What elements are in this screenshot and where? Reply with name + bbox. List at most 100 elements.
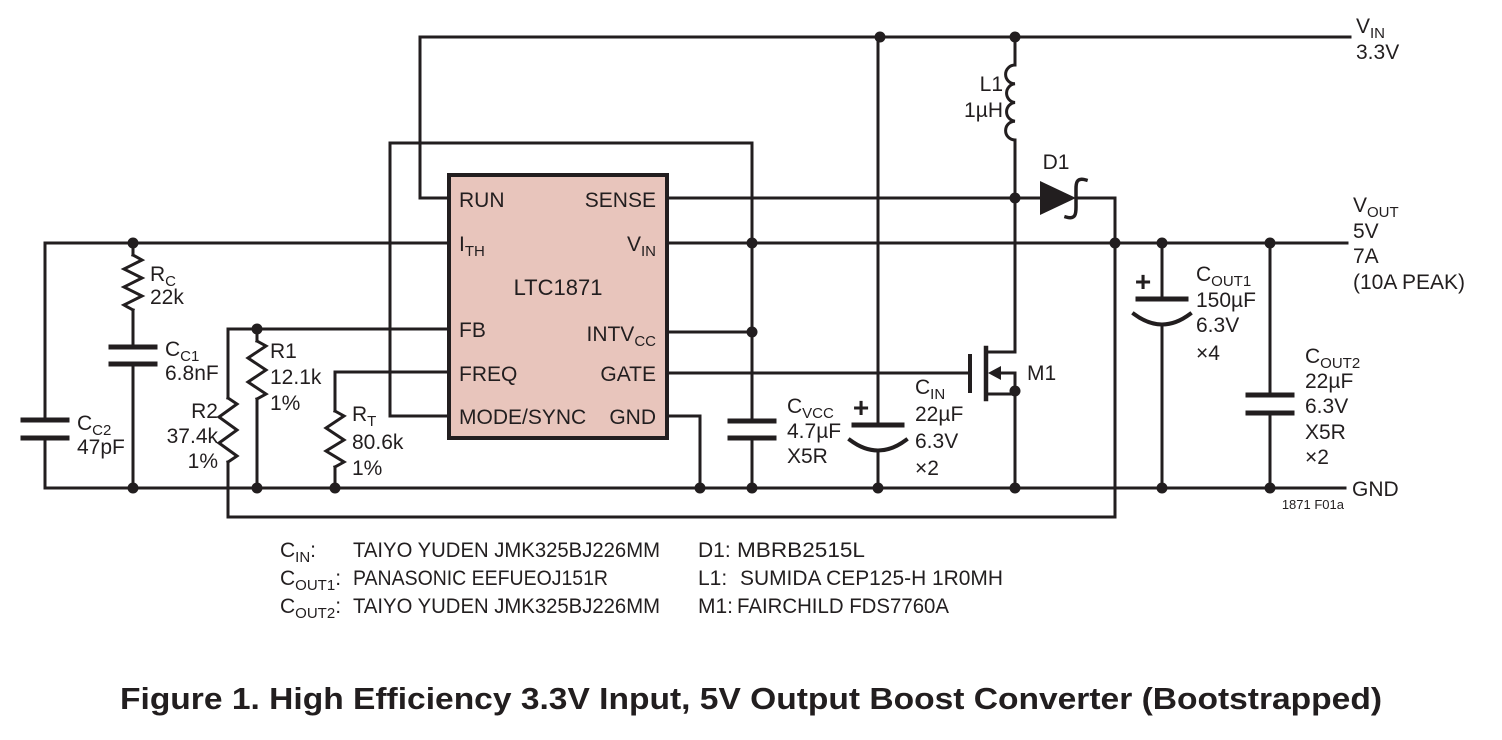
label-rc-value: 22k <box>150 286 184 309</box>
ic-ltc1871: RUN ITH FB FREQ MODE/SYNC SENSE VIN INTV… <box>447 173 669 440</box>
note-m1-ref: M1: <box>698 595 733 618</box>
component-labels: RC 22k CC1 6.8nF CC2 47pF R2 37.4k 1% R1… <box>77 73 1360 480</box>
pin-label-vin: VIN <box>627 233 656 260</box>
resistor-r2-symbol <box>216 395 240 465</box>
label-cc1: CC1 <box>165 338 199 365</box>
wire-run-to-vin <box>418 35 451 200</box>
wire-m1-source <box>986 392 1017 490</box>
label-cout1-qty: ×4 <box>1196 342 1220 365</box>
inductor-l1-symbol <box>1004 63 1017 142</box>
label-cvcc-dielectric: X5R <box>787 445 828 468</box>
label-vin-voltage: 3.3V <box>1356 41 1399 64</box>
pin-label-gnd: GND <box>609 406 656 429</box>
resistor-r1-symbol <box>245 338 269 402</box>
capacitor-cc1-plates <box>108 344 158 367</box>
label-cout1-value: 150µF <box>1196 289 1256 312</box>
note-cout1-ref: COUT1: <box>280 567 341 594</box>
label-r1-tol: 1% <box>270 392 300 415</box>
note-cout1-part: PANASONIC EEFUEOJ151R <box>353 567 608 590</box>
label-cvcc-value: 4.7µF <box>787 420 841 443</box>
label-rt-tol: 1% <box>352 457 382 480</box>
label-cin-voltage: 6.3V <box>915 430 958 453</box>
pin-label-ith: ITH <box>459 233 485 260</box>
pin-label-modesync: MODE/SYNC <box>459 406 586 429</box>
diode-d1-schottky-bar <box>1063 177 1089 220</box>
label-cc2: CC2 <box>77 412 111 439</box>
note-cin-ref: CIN: <box>280 539 316 566</box>
note-l1-ref: L1: <box>698 567 727 590</box>
resistor-rc-symbol <box>120 252 146 313</box>
m1-body-arrow <box>988 366 1001 380</box>
wires <box>43 35 1352 519</box>
wire-m1-drain <box>986 196 1017 354</box>
label-l1-value: 1µH <box>964 99 1003 122</box>
pin-label-fb: FB <box>459 319 486 342</box>
wire-ith-to-cc2 <box>43 241 451 422</box>
ic-part-number: LTC1871 <box>514 275 603 300</box>
capacitor-cc2-plates <box>20 417 70 441</box>
label-cvcc: CVCC <box>787 395 834 422</box>
wire-r2-return-to-vout <box>226 460 1117 519</box>
wire-modesync-to-intvcc <box>388 141 754 423</box>
capacitors <box>20 296 1295 453</box>
label-rt-value: 80.6k <box>352 431 404 454</box>
note-cout2-ref: COUT2: <box>280 595 341 622</box>
rail-labels: VIN 3.3V VOUT 5V 7A (10A PEAK) GND 1871 … <box>1282 15 1465 512</box>
resistors <box>120 252 347 470</box>
pin-label-freq: FREQ <box>459 363 517 386</box>
note-l1-part: SUMIDA CEP125-H 1R0MH <box>740 567 1003 590</box>
mosfet-m1-symbol <box>968 345 1001 402</box>
capacitor-cvcc-plates <box>727 418 777 441</box>
label-l1: L1 <box>980 73 1003 96</box>
label-rt: RT <box>352 403 376 430</box>
label-cc1-value: 6.8nF <box>165 362 219 385</box>
diode-d1-triangle <box>1040 181 1076 215</box>
label-cc2-value: 47pF <box>77 436 125 459</box>
label-cin-qty: ×2 <box>915 457 939 480</box>
label-r2-value: 37.4k <box>167 425 219 448</box>
label-cout2-qty: ×2 <box>1305 446 1329 469</box>
cout1-polarity-plus: + <box>1135 266 1151 297</box>
wire-freq-to-rt <box>333 370 451 413</box>
label-cout2-dielectric: X5R <box>1305 421 1346 444</box>
cin-polarity-plus: + <box>853 392 869 423</box>
label-cout2: COUT2 <box>1305 345 1360 372</box>
label-r2: R2 <box>191 400 218 423</box>
label-r2-tol: 1% <box>188 450 218 473</box>
label-m1: M1 <box>1027 362 1056 385</box>
label-vout-voltage: 5V <box>1353 220 1379 243</box>
wire-icgnd-to-gnd <box>665 414 702 490</box>
junction-dots <box>127 31 1276 494</box>
figure-caption: Figure 1. High Efficiency 3.3V Input, 5V… <box>120 681 1382 716</box>
capacitor-cin-plate-curved <box>847 437 909 453</box>
diode-d1-symbol <box>1040 177 1089 220</box>
notes-block: CIN: TAIYO YUDEN JMK325BJ226MM COUT1: PA… <box>280 539 1003 622</box>
label-d1: D1 <box>1043 151 1070 174</box>
label-gnd-rail: GND <box>1352 478 1399 501</box>
label-cin-value: 22µF <box>915 403 963 426</box>
wire-fb <box>226 327 451 400</box>
label-cout1: COUT1 <box>1196 263 1251 290</box>
label-cout2-value: 22µF <box>1305 370 1353 393</box>
label-vin-rail: VIN <box>1356 15 1385 42</box>
note-d1-part: MBRB2515L <box>737 539 865 562</box>
label-rc: RC <box>150 263 176 290</box>
capacitor-cout1-plate-curved <box>1131 311 1193 327</box>
label-r1: R1 <box>270 340 297 363</box>
pin-label-intvcc: INTVCC <box>586 323 656 350</box>
label-vout-peak: (10A PEAK) <box>1353 271 1465 294</box>
label-vout-current: 7A <box>1353 245 1379 268</box>
ic-body <box>447 173 669 440</box>
label-cout1-voltage: 6.3V <box>1196 314 1239 337</box>
pin-label-gate: GATE <box>600 363 656 386</box>
note-cin-part: TAIYO YUDEN JMK325BJ226MM <box>353 539 660 562</box>
label-cin: CIN <box>915 376 945 403</box>
note-m1-part: FAIRCHILD FDS7760A <box>737 595 949 618</box>
capacitor-cout2-plates <box>1245 392 1295 416</box>
pin-label-run: RUN <box>459 189 505 212</box>
resistor-rt-symbol <box>323 408 347 470</box>
label-cout2-voltage: 6.3V <box>1305 395 1348 418</box>
figure-code: 1871 F01a <box>1282 497 1345 512</box>
